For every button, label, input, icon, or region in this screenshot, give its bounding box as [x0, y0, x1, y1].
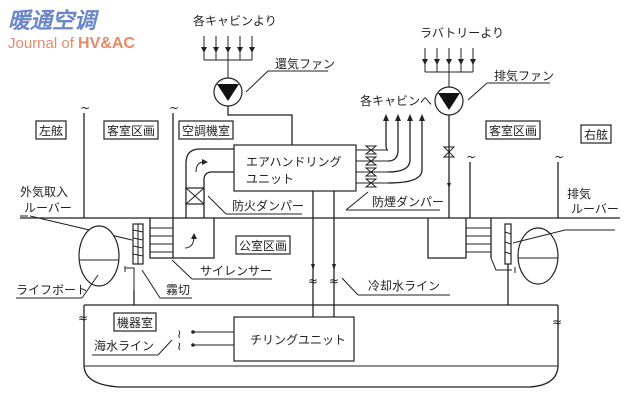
intake-louver-icon: [132, 223, 144, 265]
label-intake-louver-1: 外気取入: [20, 184, 68, 199]
svg-text:左舷: 左舷: [39, 123, 63, 138]
label-fire-damper: 防火ダンパー: [232, 198, 304, 213]
supply-ducts: [383, 114, 425, 184]
logo-title: 暖通空调: [8, 8, 100, 34]
exhaust-valve-icon: [442, 146, 456, 158]
svg-text:≀: ≀: [177, 339, 182, 353]
room-label-cabin-left: 客室区画: [103, 120, 159, 140]
label-exhaust-fan: 排気ファン: [494, 68, 554, 83]
svg-text:~: ~: [554, 150, 564, 164]
return-manifold: 各キャビンより: [193, 13, 277, 78]
room-label-starboard-side: 右舷: [580, 124, 612, 144]
svg-text:~: ~: [80, 101, 90, 115]
silencer-icon: [149, 218, 174, 259]
svg-text:公室区画: 公室区画: [239, 238, 287, 253]
smoke-damper-icons: [356, 145, 388, 188]
exhaust-fan-icon: [434, 86, 464, 116]
label-smoke-damper: 防煙ダンパー: [372, 194, 444, 209]
svg-text:~: ~: [466, 150, 476, 164]
room-label-public-section: 公室区画: [235, 235, 291, 255]
label-intake-louver-2: ルーバー: [24, 201, 72, 215]
svg-text:~: ~: [169, 101, 179, 115]
label-exhaust-louver-1: 排気: [567, 186, 591, 201]
exhaust-louver-icon: [504, 223, 512, 265]
svg-text:チリングユニット: チリングユニット: [250, 333, 346, 347]
svg-text:客室区画: 客室区画: [107, 123, 155, 138]
chilling-unit: チリングユニット: [233, 316, 355, 362]
svg-text:≈: ≈: [78, 311, 88, 325]
exhaust-manifold: ラバトリーより: [420, 26, 504, 87]
label-from-each-cabin: 各キャビンより: [193, 13, 277, 28]
room-label-ac-machine-room: 空調機室: [178, 120, 234, 140]
room-label-cabin-right: 客室区画: [485, 120, 541, 140]
svg-text:≀: ≀: [177, 327, 182, 341]
svg-text:≈: ≈: [308, 274, 318, 288]
svg-text:≈: ≈: [552, 315, 562, 329]
exhaust-silencer-icon: [466, 218, 492, 258]
logo-subtitle: Journal of HV&AC: [8, 35, 135, 52]
svg-text:ユニット: ユニット: [246, 172, 294, 186]
label-exhaust-louver-2: ルーバー: [571, 202, 619, 216]
fire-damper-icon: [185, 187, 205, 205]
svg-text:≈: ≈: [329, 274, 339, 288]
svg-text:機器室: 機器室: [117, 315, 153, 330]
label-mist-separator: 霧切: [166, 283, 190, 297]
lifeboat-left-icon: [78, 225, 120, 287]
svg-text:エアハンドリング: エアハンドリング: [246, 155, 342, 169]
air-handling-unit: エアハンドリング ユニット: [233, 144, 357, 192]
lifeboat-right-icon: [517, 227, 559, 285]
label-silencer: サイレンサー: [200, 264, 272, 278]
label-seawater-line: 海水ライン: [94, 338, 154, 353]
hull: ≈ ≈: [78, 290, 562, 388]
label-lifeboat: ライフボート: [16, 283, 88, 297]
svg-text:客室区画: 客室区画: [489, 123, 537, 138]
label-cooling-water-line: 冷却水ライン: [368, 279, 440, 293]
label-from-lavatory: ラバトリーより: [420, 26, 504, 40]
room-label-machinery-room: 機器室: [113, 312, 157, 332]
svg-text:空調機室: 空調機室: [182, 123, 230, 138]
return-fan-icon: [213, 77, 243, 107]
label-return-fan: 還気ファン: [275, 56, 335, 71]
label-to-each-cabin: 各キャビンへ: [360, 93, 432, 108]
room-label-port-side: 左舷: [35, 120, 67, 140]
svg-text:右舷: 右舷: [584, 127, 608, 142]
